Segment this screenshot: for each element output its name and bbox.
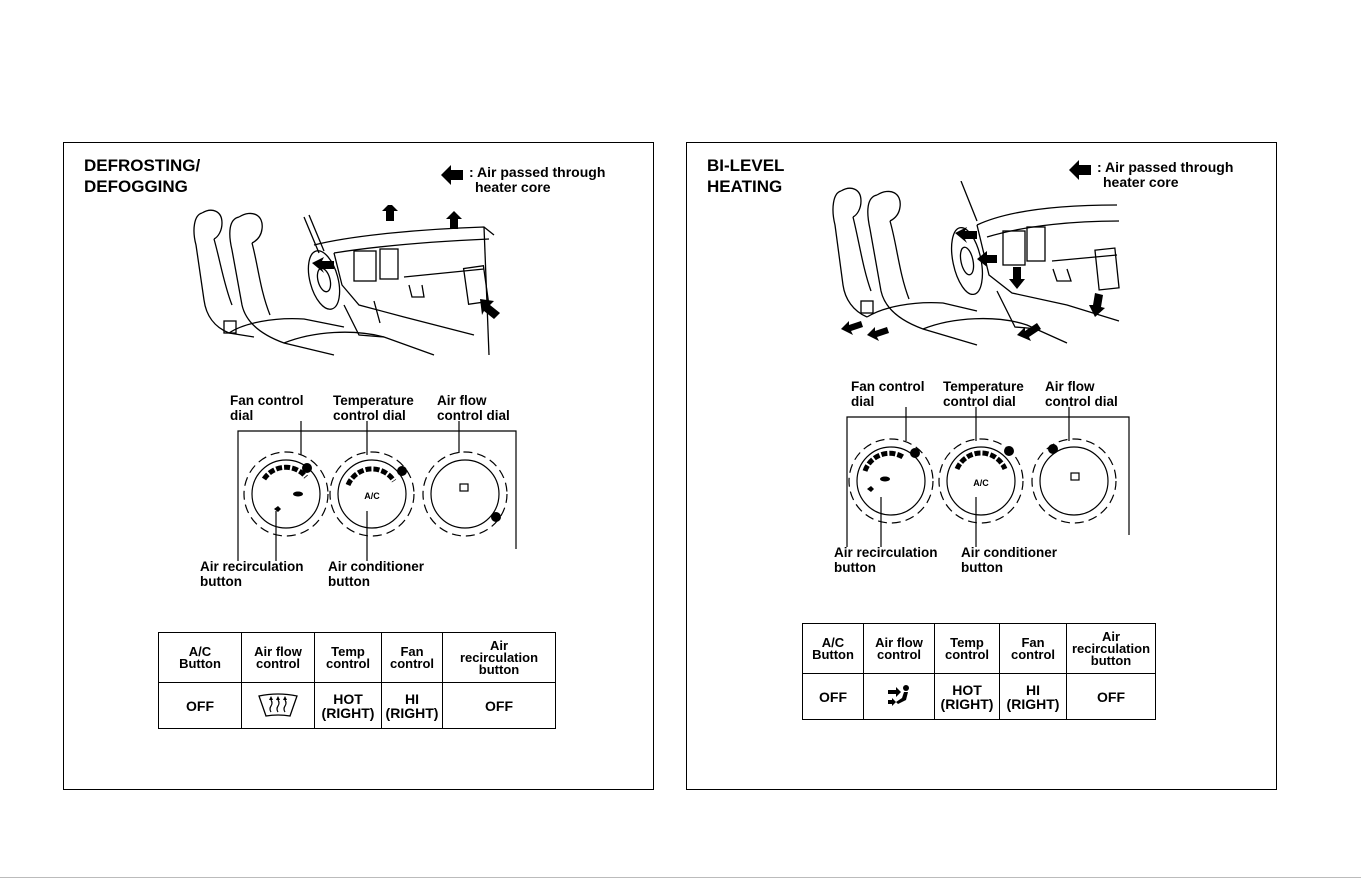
defrosting-panel: DEFROSTING/ DEFOGGING : Air passed throu… bbox=[63, 142, 654, 790]
windshield-defrost-icon bbox=[258, 692, 298, 717]
temperature-control-dial-label: Temperature control dial bbox=[333, 393, 414, 423]
cabin-illustration bbox=[832, 181, 1120, 346]
dial-ac-text: A/C bbox=[364, 491, 380, 501]
air-recirculation-value: OFF bbox=[442, 682, 556, 729]
climate-control-panel: A/C bbox=[846, 407, 1130, 547]
bi-level-heating-panel: BI-LEVEL HEATING : Air passed through he… bbox=[686, 142, 1277, 790]
panel-title: BI-LEVEL HEATING bbox=[707, 155, 784, 197]
legend-line-1: : Air passed through bbox=[1097, 159, 1234, 175]
temp-control-value: HOT(RIGHT) bbox=[934, 673, 1000, 720]
air-conditioner-button-label: Air conditioner button bbox=[328, 559, 425, 589]
title-line-1: DEFROSTING/ bbox=[84, 156, 201, 175]
page-bottom-rule bbox=[0, 877, 1361, 878]
legend-line-1: : Air passed through bbox=[469, 164, 606, 180]
bi-level-vent-icon bbox=[888, 684, 909, 706]
temp-control-value: HOT(RIGHT) bbox=[314, 682, 382, 729]
climate-control-panel: A/C bbox=[237, 421, 517, 561]
title-line-2: DEFOGGING bbox=[84, 177, 188, 196]
fan-control-dial-label: Fan control dial bbox=[851, 379, 925, 409]
heated-air-arrow-icon bbox=[1069, 160, 1091, 180]
fan-control-value: HI(RIGHT) bbox=[381, 682, 443, 729]
dial-ac-text: A/C bbox=[973, 478, 989, 488]
title-line-2: HEATING bbox=[707, 177, 783, 196]
fan-control-value: HI(RIGHT) bbox=[999, 673, 1067, 720]
panel-title: DEFROSTING/ DEFOGGING bbox=[84, 155, 200, 197]
air-flow-value bbox=[241, 682, 315, 729]
heated-air-arrow-icon bbox=[441, 165, 463, 185]
cabin-illustration bbox=[193, 205, 500, 356]
air-flow-control-dial-label: Air flow control dial bbox=[1045, 379, 1118, 409]
table-row: OFF HOT(RIGHT) HI(RIGHT bbox=[158, 682, 556, 729]
legend-line-2: heater core bbox=[475, 179, 551, 195]
ac-button-value: OFF bbox=[802, 673, 864, 720]
fan-control-dial-label: Fan control dial bbox=[230, 393, 304, 423]
air-flow-control-dial-label: Air flow control dial bbox=[437, 393, 510, 423]
air-recirculation-button-label: Air recirculation button bbox=[834, 545, 938, 575]
table-row: OFF HOT(RIGHT) HI(RIGHT) OFF bbox=[802, 673, 1156, 720]
temperature-control-dial-label: Temperature control dial bbox=[943, 379, 1024, 409]
ac-button-value: OFF bbox=[158, 682, 242, 729]
legend-line-2: heater core bbox=[1103, 174, 1179, 190]
air-recirculation-button-label: Air recirculation button bbox=[200, 559, 304, 589]
title-line-1: BI-LEVEL bbox=[707, 156, 785, 175]
air-recirculation-value: OFF bbox=[1066, 673, 1156, 720]
air-flow-value bbox=[863, 673, 935, 720]
air-conditioner-button-label: Air conditioner button bbox=[961, 545, 1058, 575]
